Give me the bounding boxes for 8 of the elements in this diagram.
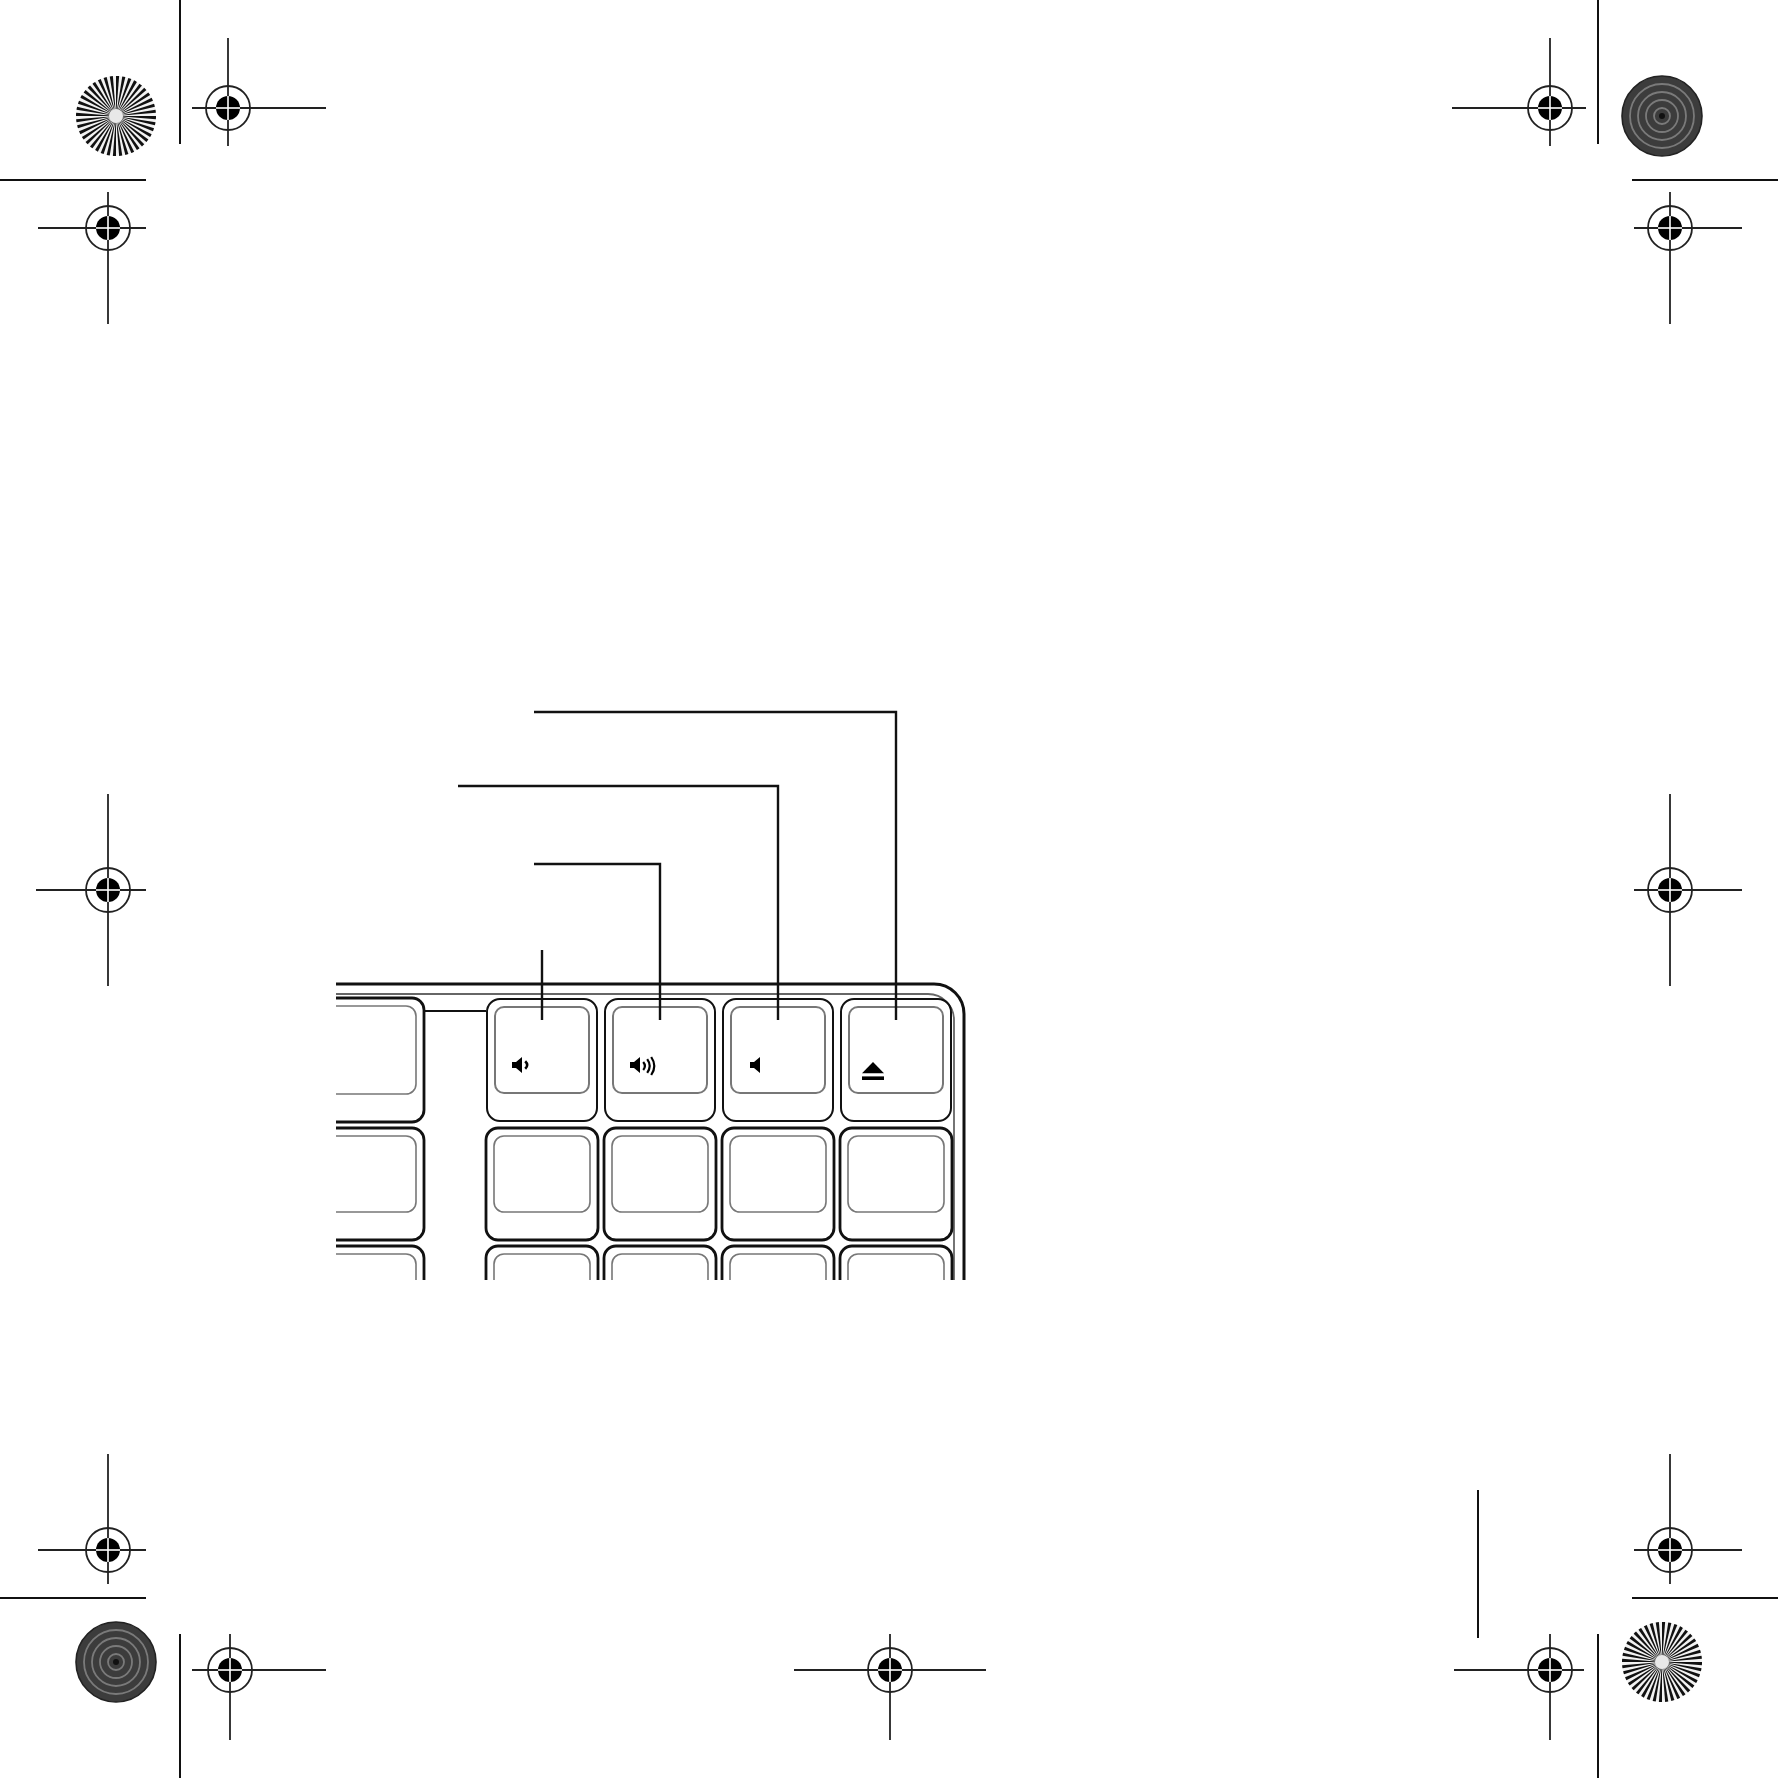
keyboard-key [486,998,598,1122]
keyboard-key [604,998,716,1122]
leader-line [458,784,780,1020]
keyboard-key [840,998,952,1122]
leader-line [540,950,544,1020]
keyboard-key [722,998,834,1122]
leader-line [534,710,898,1020]
leader-line [534,862,662,1020]
